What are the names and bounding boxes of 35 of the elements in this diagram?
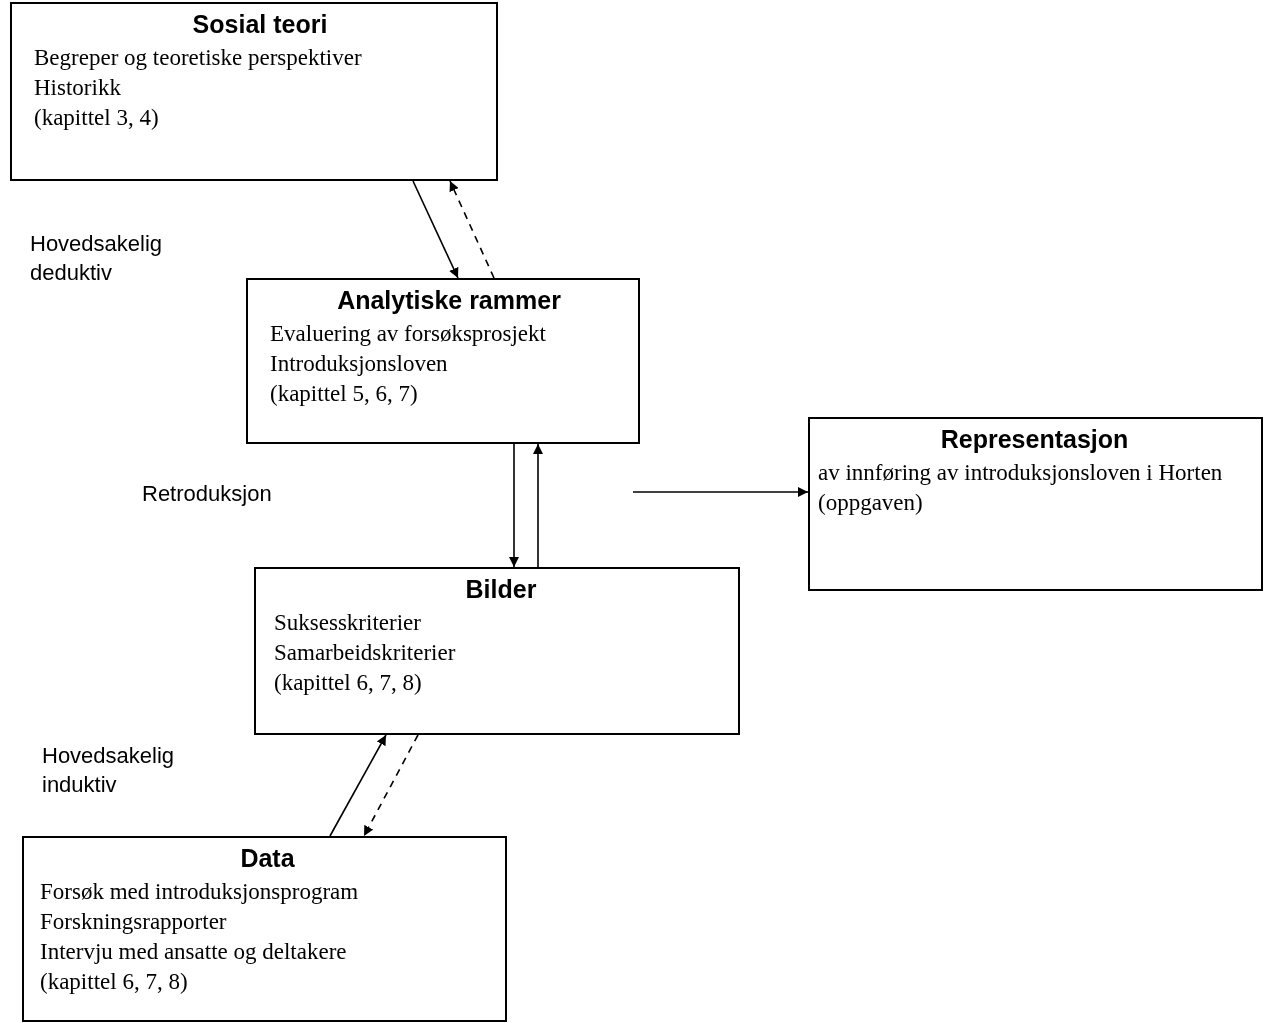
box-text: (kapittel 3, 4) [34,103,160,132]
arrow [632,487,809,497]
box-heading: Data [240,844,295,873]
box-text: (kapittel 6, 7, 8) [274,668,423,697]
text-box [22,836,507,1022]
box-text: (kapittel 6, 7, 8) [40,967,189,996]
box-text: Samarbeidskriterier [274,638,457,667]
box-text: Forskningsrapporter [40,907,228,936]
box-text: Forsøk med introduksjonsprogram [40,878,360,906]
box-text: Evaluering av forsøksprosjekt [270,320,547,348]
text-box [254,567,740,735]
box-text: Intervju med ansatte og deltakere [40,937,348,966]
arrow [533,443,543,568]
text-box [10,2,498,181]
box-text: Suksesskriterier [274,609,422,637]
arrow [412,180,459,279]
text-box [808,417,1263,591]
box-heading: Analytiske rammer [337,286,561,315]
box-text: (kapittel 5, 6, 7) [270,379,419,408]
box-text: Historikk [34,73,122,102]
box-text: Begreper og teoretiske perspektiver [34,44,363,72]
box-heading: Representasjon [940,425,1129,454]
text-box [246,278,640,444]
box-heading: Bilder [465,575,537,604]
arrow [363,734,419,837]
reasoning-label: Hovedsakelig deduktiv [30,230,164,287]
arrow [509,443,519,568]
box-text: av innføring av introduksjonsloven i Horten [818,459,1224,487]
box-text: Introduksjonsloven [270,349,449,378]
box-text: (oppgaven) [818,488,924,517]
reasoning-label: Retroduksjon [142,480,273,508]
arrow [329,734,387,837]
arrow [449,180,495,279]
box-heading: Sosial teori [192,10,328,39]
reasoning-label: Hovedsakelig induktiv [42,742,176,799]
